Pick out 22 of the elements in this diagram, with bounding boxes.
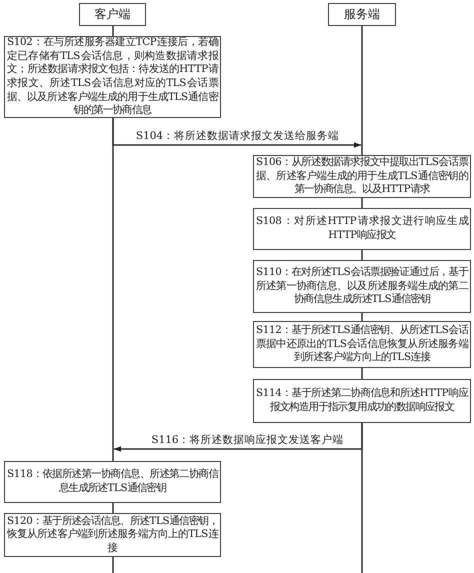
step-box: S114：基于所述第二协商信息和所述HTTP响应报文构造用于指示复用成功的数据响应报文 xyxy=(253,379,471,423)
client-header-box: 客户端 xyxy=(79,3,146,26)
lifeline xyxy=(112,503,114,513)
step-box: S106：从所述数据请求报文中提取出TLS会话票据、所述客户端生成的用于生成TLS通信密钥的第一协商信息、以及HTTP请求 xyxy=(253,155,471,198)
lifeline xyxy=(361,198,363,208)
message-arrow xyxy=(112,118,361,148)
lifeline xyxy=(361,368,363,379)
step-box: S112：基于所述TLS通信密钥、从所述TLS会话票据中还原出的TLS会话信息恢复从所述服务端到所述客户端方向上的TLS连接 xyxy=(253,321,471,368)
step-box: S110：在对所述TLS会话票据验证通过后，基于所述第一协商信息、以及所述服务端生成的第二协商信息生成所述TLS通信密钥 xyxy=(253,260,471,313)
lifeline xyxy=(112,557,114,573)
step-box: S118：依据所述第一协商信息、所述第二协商信息生成所述TLS通信密钥 xyxy=(4,461,221,503)
step-box: S120：基于所述会话信息、所述TLS通信密钥，恢复从所述客户端到所述服务端方向上的TLS连接 xyxy=(4,513,221,557)
lifeline xyxy=(361,313,363,321)
server-header-box: 服务端 xyxy=(328,3,396,26)
lifeline xyxy=(112,26,114,36)
message-arrow xyxy=(114,423,363,452)
message-label: S104：将所述数据请求报文发送给服务端 xyxy=(134,129,342,143)
step-box: S102：在与所述服务器建立TCP连接后，若确定已存储有TLS会话信息，则构造数据请求报文；所述数据请求报文包括：待发送的HTTP请求报文、所述TLS会话信息对应的TLS会话票据、以及所述客户端生成的用于生成TLS通信密钥的第一协商信息 xyxy=(4,36,221,118)
lifeline xyxy=(361,26,363,155)
step-box: S108：对所述HTTP请求报文进行响应生成HTTP响应报文 xyxy=(253,208,471,250)
lifeline xyxy=(361,250,363,260)
message-label: S116：将所述数据响应报文发送客户端 xyxy=(149,433,346,447)
